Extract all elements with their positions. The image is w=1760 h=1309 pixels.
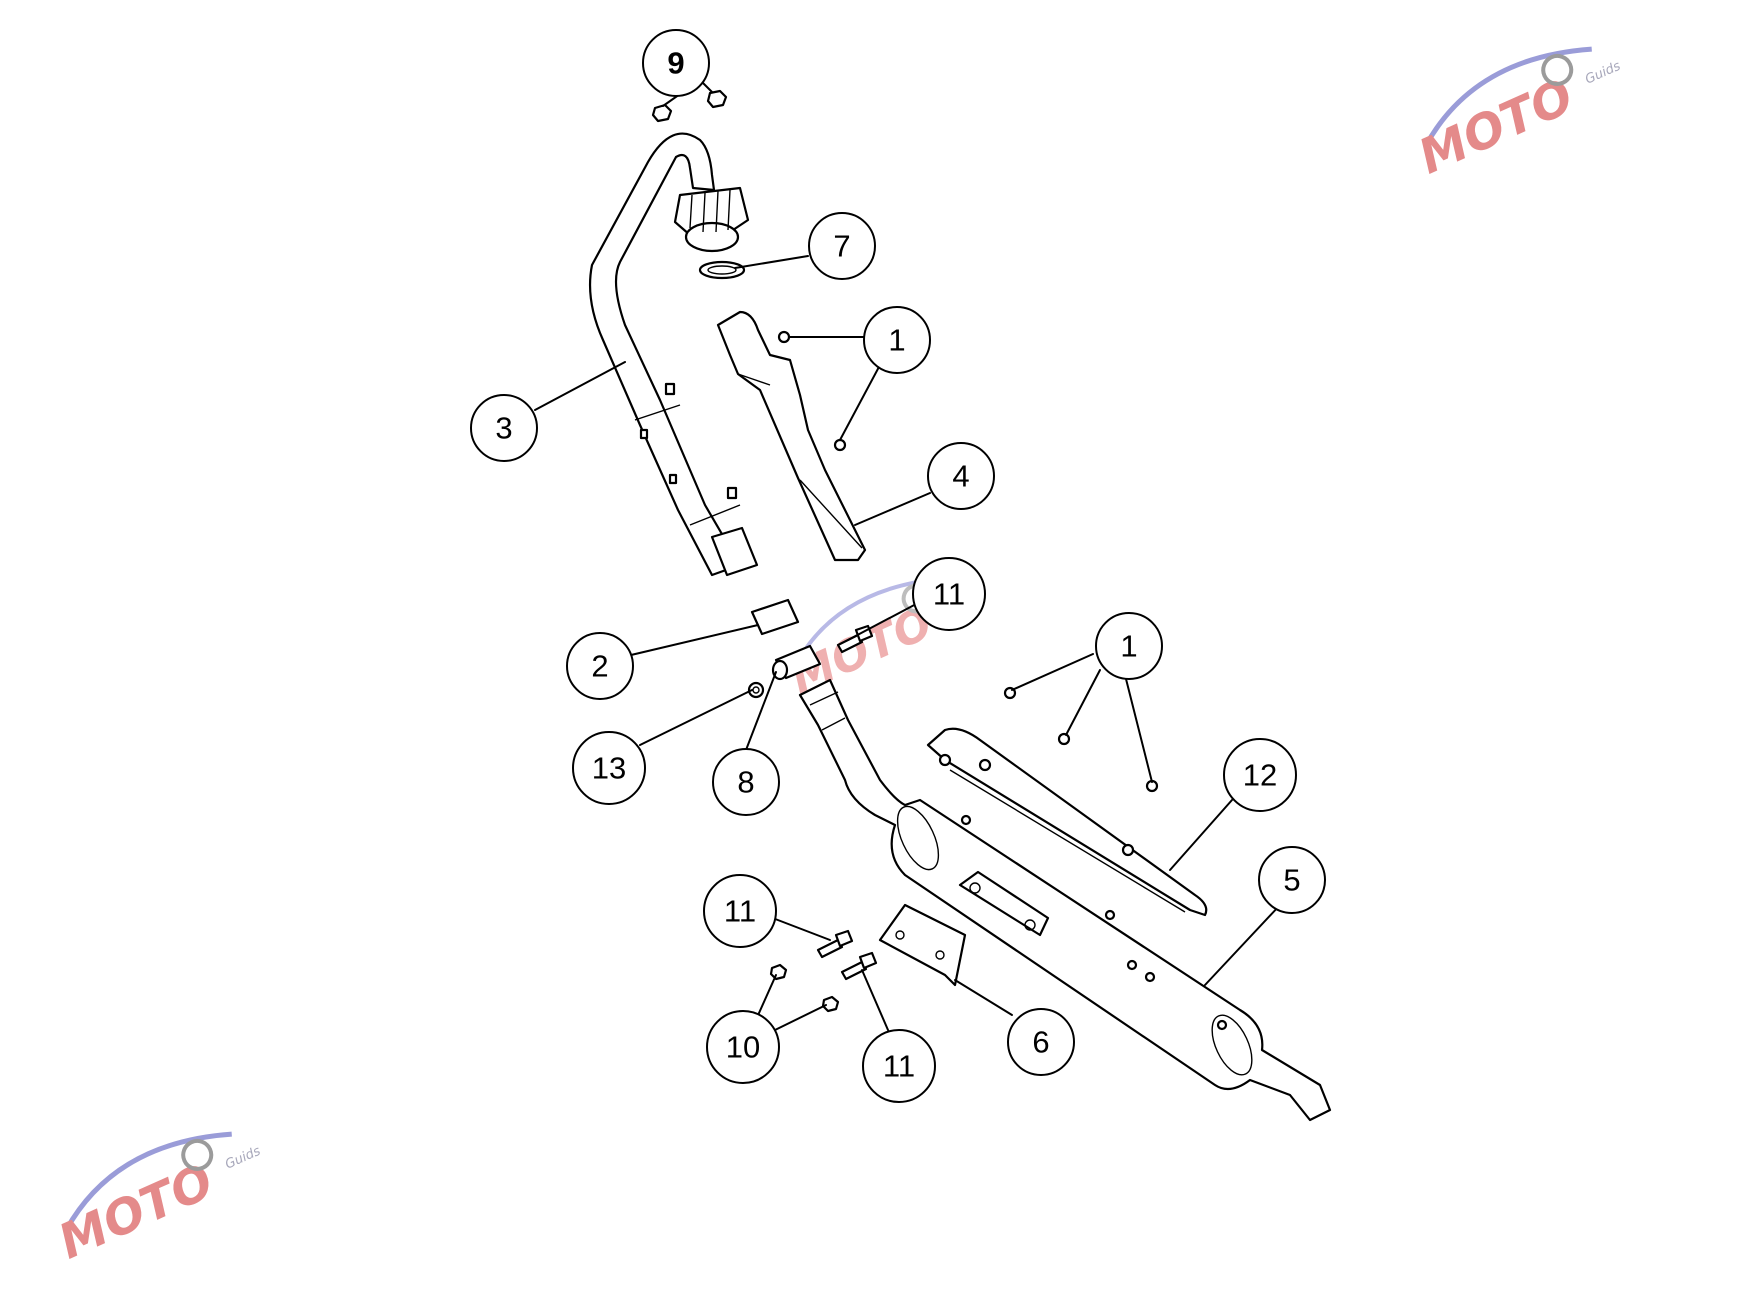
svg-text:2: 2: [591, 649, 608, 684]
callout-2: 2: [566, 632, 634, 700]
callout-1-upper: 1: [863, 306, 931, 374]
svg-text:8: 8: [737, 765, 754, 800]
watermark-bottom-left: MOTO Guids: [51, 1131, 263, 1270]
callout-10: 10: [706, 1010, 780, 1084]
part-flange: [673, 186, 750, 253]
part-11-bolt-lower-b: [840, 951, 878, 981]
part-muffler-bracket: [958, 870, 1050, 937]
svg-text:13: 13: [592, 751, 626, 786]
svg-text:4: 4: [952, 459, 969, 494]
svg-text:11: 11: [883, 1049, 915, 1084]
part-13-nut: [747, 681, 765, 699]
part-7-gasket: [698, 260, 746, 280]
svg-text:11: 11: [933, 577, 965, 612]
svg-text:7: 7: [833, 229, 850, 264]
svg-text:12: 12: [1243, 758, 1277, 793]
part-12-muffler-shield: [926, 727, 1208, 917]
svg-text:5: 5: [1283, 863, 1300, 898]
part-8-sleeve: [771, 644, 822, 681]
leader-lines: [534, 79, 1281, 1031]
callout-12: 12: [1223, 738, 1297, 812]
callout-4: 4: [927, 442, 995, 510]
watermark-top-right: MOTO Guids: [1411, 46, 1623, 185]
svg-text:6: 6: [1032, 1025, 1049, 1060]
callout-3: 3: [470, 394, 538, 462]
callout-6: 6: [1007, 1008, 1075, 1076]
svg-text:10: 10: [726, 1030, 760, 1065]
callout-1-lower: 1: [1095, 612, 1163, 680]
callout-11-lower: 11: [862, 1029, 936, 1103]
part-5-muffler: [798, 678, 1332, 1122]
callout-8: 8: [712, 748, 780, 816]
part-9-nuts: [651, 89, 728, 123]
svg-text:3: 3: [495, 411, 512, 446]
part-6-bracket: [878, 903, 967, 987]
svg-text:Guids: Guids: [1583, 59, 1623, 88]
callout-7: 7: [808, 212, 876, 280]
part-2-gasket: [750, 598, 800, 636]
callout-5: 5: [1258, 846, 1326, 914]
svg-text:1: 1: [888, 323, 905, 358]
part-10-nuts: [769, 963, 840, 1013]
svg-text:9: 9: [667, 46, 684, 81]
part-3-head-pipe: [589, 132, 759, 577]
svg-text:11: 11: [724, 894, 756, 929]
svg-text:1: 1: [1120, 629, 1137, 664]
callout-9: 9: [642, 29, 710, 97]
callout-13: 13: [572, 731, 646, 805]
callout-11-upper: 11: [912, 557, 986, 631]
part-11-bolt-lower-a: [816, 929, 854, 959]
callout-11-left: 11: [703, 874, 777, 948]
part-4-heat-shield: [716, 310, 867, 562]
svg-text:Guids: Guids: [223, 1144, 263, 1173]
